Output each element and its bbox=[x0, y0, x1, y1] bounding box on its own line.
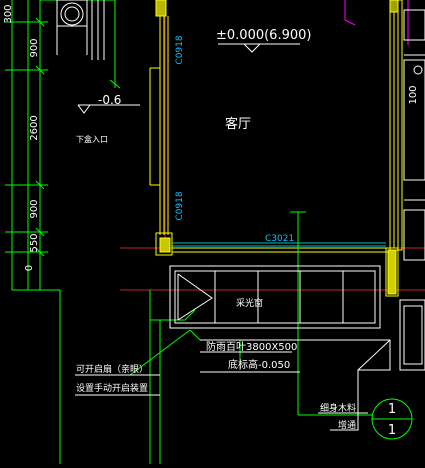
section-marker-top: 1 bbox=[388, 402, 396, 417]
openable-note-1: 可开启扇（亲眼） bbox=[76, 363, 148, 375]
elevation-small-label: -0.6 bbox=[98, 93, 121, 107]
window-c0918-bottom-label: C0918 bbox=[175, 191, 185, 220]
lower-entrance-label: 下盒入口 bbox=[76, 134, 108, 144]
louver-outline bbox=[200, 339, 391, 431]
material-label: 细身木料 bbox=[320, 402, 356, 414]
section-marker bbox=[371, 398, 413, 440]
walls bbox=[149, 0, 403, 297]
dim-0: 0 bbox=[24, 265, 35, 271]
note-label: 增通 bbox=[338, 419, 356, 431]
room-name-label: 客厅 bbox=[225, 116, 251, 132]
elevation-marker-main bbox=[218, 43, 300, 53]
floor-level-label: 底标高-0.050 bbox=[228, 358, 290, 371]
dim-900-bottom: 900 bbox=[29, 199, 40, 218]
note-lines bbox=[75, 374, 368, 414]
window-c3021 bbox=[172, 242, 386, 247]
window-c3021-label: C3021 bbox=[265, 234, 294, 244]
elevation-marker-small bbox=[77, 104, 140, 114]
dim-300: 300 bbox=[3, 4, 14, 23]
dimension-texts: 300 900 2600 900 550 0 100 bbox=[3, 4, 419, 271]
window-c0918-top-label: C0918 bbox=[175, 35, 185, 64]
dim-100: 100 bbox=[408, 85, 419, 104]
louver-label: 防雨百叶3800X500 bbox=[206, 340, 297, 353]
elevation-main-label: ±0.000(6.900) bbox=[216, 28, 311, 43]
pipe-fixture bbox=[56, 0, 105, 60]
magenta-lines bbox=[344, 0, 409, 45]
right-side-fixtures bbox=[399, 9, 425, 371]
dim-2600: 2600 bbox=[29, 115, 40, 140]
section-marker-bottom: 1 bbox=[388, 423, 396, 438]
dim-550: 550 bbox=[29, 233, 40, 252]
dimension-chain bbox=[5, 0, 121, 464]
skylight bbox=[169, 265, 381, 329]
openable-note-2: 设置手动开启装置 bbox=[76, 382, 148, 394]
skylight-label: 采光窗 bbox=[236, 297, 263, 309]
dim-900-top: 900 bbox=[29, 38, 40, 57]
column-top bbox=[389, 0, 399, 13]
